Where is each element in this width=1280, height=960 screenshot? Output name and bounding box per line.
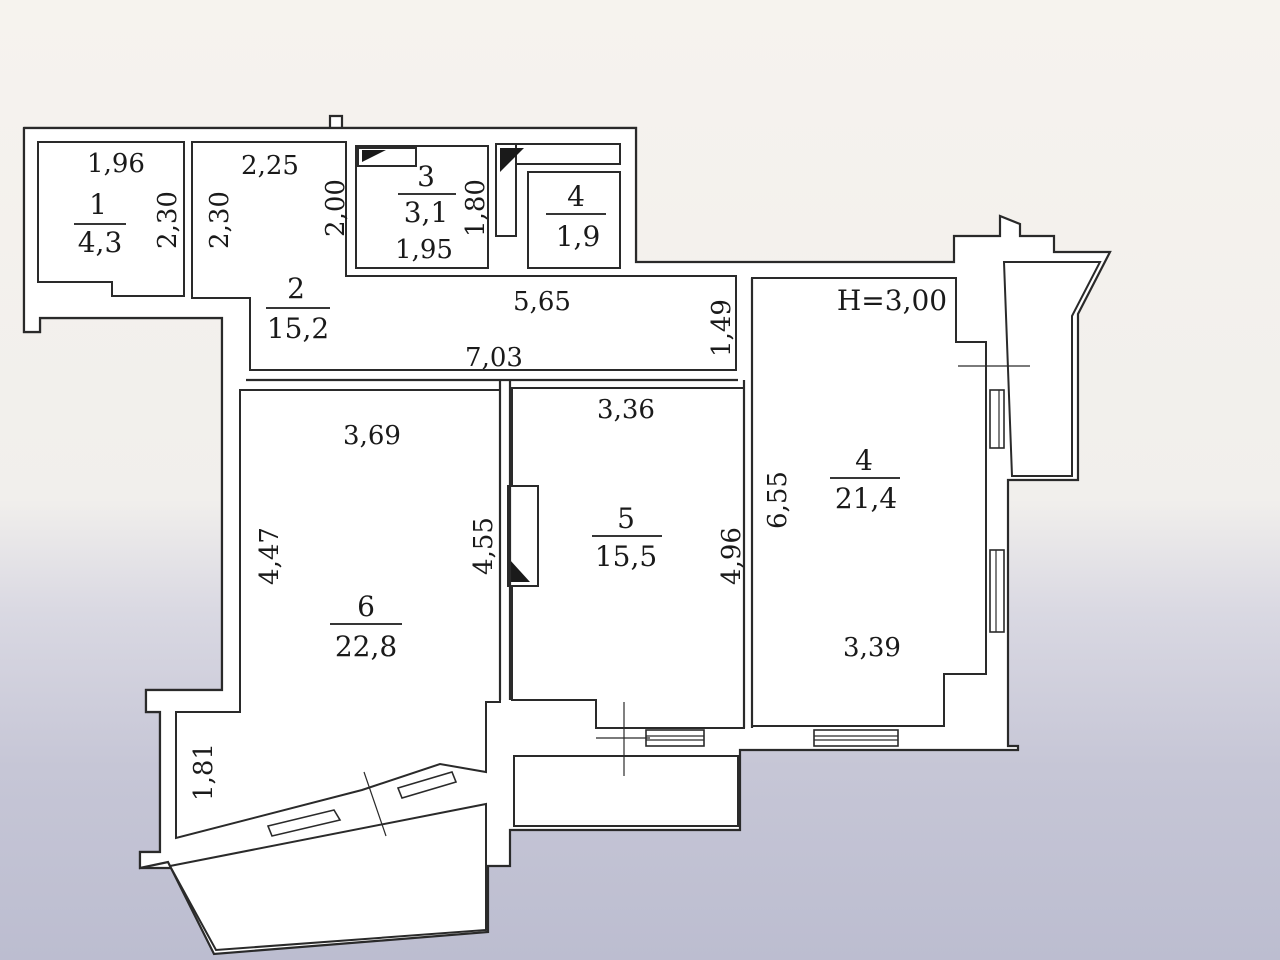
dim-hall-width: 2,25 <box>241 151 299 181</box>
windows <box>266 365 1030 837</box>
interior-hall <box>191 141 737 371</box>
dim-corridor-top: 5,65 <box>513 287 571 317</box>
closet-room3-mark <box>362 150 386 162</box>
room-3-number: 3 <box>417 160 435 193</box>
dim-r4-bottom: 3,39 <box>843 633 901 663</box>
window-curved-a <box>266 809 342 837</box>
loggia-curved <box>168 802 487 952</box>
window-room5 <box>645 729 705 747</box>
dim-balcony: 1,81 <box>189 743 219 801</box>
dim-r6-right: 4,55 <box>469 517 499 575</box>
interior <box>37 141 185 297</box>
dim-r1-height: 2,30 <box>153 191 183 249</box>
room-6-number: 6 <box>357 590 375 623</box>
room-2-number: 2 <box>287 272 305 305</box>
partitions <box>246 143 754 728</box>
loggia-bottom <box>513 755 739 827</box>
interior-room4-large <box>751 277 987 727</box>
window-room4-side-b <box>989 549 1005 633</box>
outer-walls <box>22 114 1112 956</box>
balcony-right <box>1002 261 1102 477</box>
room-labels: 1 4,3 2 15,2 3 3,1 4 1,9 4 21,4 5 15,5 6… <box>74 160 947 663</box>
window-room4 <box>813 729 899 747</box>
room-2-area: 15,2 <box>267 312 329 345</box>
door-marker-curved <box>363 771 387 837</box>
dim-corridor-height: 1,49 <box>707 299 737 357</box>
dim-r4-left: 6,55 <box>763 471 793 529</box>
dim-r6-width: 3,69 <box>343 421 401 451</box>
window-room4-side-a <box>989 389 1005 449</box>
ceiling-height: H=3,00 <box>837 284 947 317</box>
interior-room3 <box>355 145 489 269</box>
room-1-number: 1 <box>89 188 107 221</box>
room-4-small-number: 4 <box>567 180 585 213</box>
wardrobe-mark <box>510 560 530 582</box>
room-5-number: 5 <box>617 502 635 535</box>
dim-hall-height: 2,30 <box>205 191 235 249</box>
dim-r3-height: 1,80 <box>461 179 491 237</box>
dim-hall-depth: 2,00 <box>321 179 351 237</box>
room-4-large-number: 4 <box>855 444 873 477</box>
room-3-area: 3,1 <box>404 196 449 229</box>
room-4-large-area: 21,4 <box>835 482 897 515</box>
window-curved-b <box>396 771 458 799</box>
dim-r3-width: 1,95 <box>395 235 453 265</box>
room-1-area: 4,3 <box>78 226 123 259</box>
room-6-area: 22,8 <box>335 630 397 663</box>
dim-r1-width: 1,96 <box>87 149 145 179</box>
dimension-labels: 1,96 2,30 2,30 2,25 2,00 1,95 1,80 5,65 … <box>87 149 901 801</box>
dim-corridor-bottom: 7,03 <box>465 343 523 373</box>
dim-r6-left: 4,47 <box>255 527 285 585</box>
room-5-area: 15,5 <box>595 540 657 573</box>
room-4-small-area: 1,9 <box>556 220 601 253</box>
dim-r5-width: 3,36 <box>597 395 655 425</box>
dim-r5-right: 4,96 <box>717 527 747 585</box>
interior-room4-small <box>527 171 621 269</box>
closet-mark <box>500 148 524 172</box>
